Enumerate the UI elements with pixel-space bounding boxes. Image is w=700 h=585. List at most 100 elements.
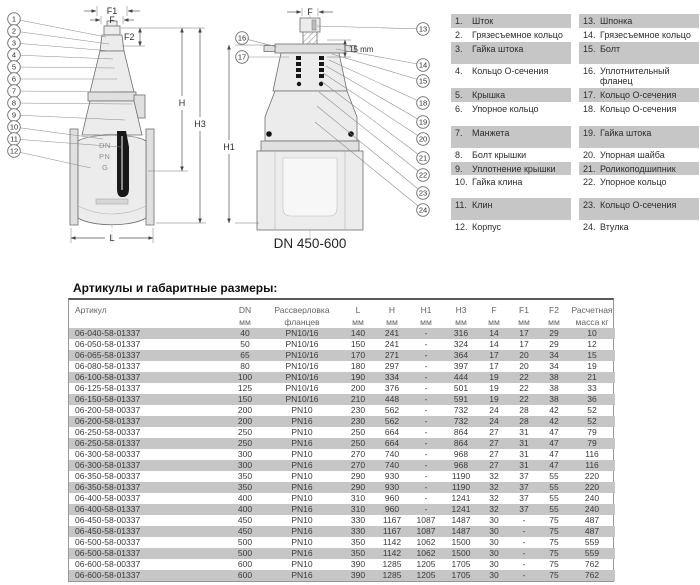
value-cell: PN10/16 [263, 328, 341, 339]
article-number-cell: 06-125-58-01337 [75, 383, 141, 393]
parts-list-item-number: 1. [455, 16, 463, 26]
value-cell: 732 [443, 416, 479, 427]
parts-list-item-number: 11. [455, 200, 467, 211]
value-cell: PN16 [263, 460, 341, 471]
value-cell: 27 [479, 460, 509, 471]
value-cell: 1167 [382, 515, 402, 525]
callout-number: 13 [419, 25, 427, 34]
callout-number: 3 [12, 39, 16, 48]
callout-leader-line [13, 138, 122, 148]
callout-circle [416, 96, 430, 110]
value-cell: 334 [375, 372, 409, 383]
value-cell: 448 [375, 394, 409, 405]
value-cell: 32 [479, 482, 509, 493]
parts-list-item: 15.Болт [579, 41, 699, 64]
callout-number: 10 [10, 123, 18, 132]
value-cell: 29 [539, 328, 569, 339]
value-cell: 47 [549, 427, 559, 437]
value-cell: 230 [350, 405, 366, 415]
parts-list-item-label: Корпус [472, 222, 502, 233]
value-cell: 390 [350, 559, 366, 569]
value-cell: 350 [227, 482, 263, 493]
value-cell: 75 [539, 570, 569, 581]
value-cell: 34 [539, 350, 569, 361]
dim-f1: F1 [107, 6, 118, 16]
value-cell: 30 [479, 570, 509, 581]
value-cell: 38 [539, 394, 569, 405]
value-cell: PN16 [263, 482, 341, 493]
callout-number: 14 [419, 61, 427, 70]
value-cell: 19 [479, 394, 509, 405]
parts-list-item: 21.Роликоподшипник [579, 161, 699, 176]
value-cell: 36 [569, 394, 615, 405]
value-cell: 31 [519, 449, 529, 459]
value-cell: PN10/16 [285, 383, 319, 393]
value-cell: 1087 [416, 515, 436, 525]
value-cell: - [509, 526, 539, 537]
value-cell: 10 [569, 328, 615, 339]
value-cell: 150 [227, 394, 263, 405]
value-cell: 47 [549, 449, 559, 459]
article-number-cell: 06-050-58-01337 [75, 339, 141, 349]
value-cell: 32 [479, 504, 509, 515]
article-number-cell: 06-150-58-01337 [69, 394, 227, 405]
value-cell: 250 [237, 427, 253, 437]
callout-number: 22 [419, 171, 427, 180]
value-cell: 397 [453, 361, 469, 371]
callout-leader-line [13, 90, 120, 93]
value-cell: PN10/16 [285, 361, 319, 371]
callout-leader-line [13, 54, 114, 60]
value-cell: 21 [569, 372, 615, 383]
value-cell: 55 [539, 482, 569, 493]
value-cell: 562 [375, 416, 409, 427]
value-cell: PN10 [291, 537, 313, 547]
parts-list-item: 17.Кольцо О-сечения [579, 88, 699, 102]
value-cell: 591 [443, 394, 479, 405]
parts-list-item-number: 16. [583, 65, 596, 76]
value-cell: 24 [489, 405, 499, 415]
callout-circle [7, 144, 21, 158]
callout-number: 21 [419, 154, 427, 163]
value-cell: 1500 [443, 548, 479, 559]
value-cell: 29 [549, 339, 559, 349]
value-cell: 15 [569, 350, 615, 361]
value-cell: - [409, 460, 443, 471]
dimensions-right: F 15 mm H1 [223, 7, 374, 224]
parts-list-item: 16.Уплотнительный фланец [579, 64, 699, 89]
value-cell: 65 [227, 350, 263, 361]
parts-list-item-number: 19. [583, 127, 596, 138]
parts-list-item: 11.Клин [451, 198, 571, 221]
value-cell: 27 [479, 438, 509, 449]
value-cell: PN16 [263, 504, 341, 515]
value-cell: 31 [509, 438, 539, 449]
value-cell: 930 [384, 471, 400, 481]
value-cell: 14 [479, 328, 509, 339]
value-cell: 1285 [375, 570, 409, 581]
article-number-cell: 06-600-58-01337 [69, 570, 227, 581]
value-cell: 50 [240, 339, 250, 349]
value-cell: PN10 [291, 493, 313, 503]
parts-list-item-number: 13. [583, 16, 596, 26]
value-cell: - [424, 493, 428, 503]
parts-list-item-number: 24. [583, 222, 596, 233]
parts-list-item-label: Уплотнение крышки [472, 163, 556, 174]
parts-list-item-number: 22. [583, 177, 596, 188]
value-cell: PN10 [291, 405, 313, 415]
value-cell: 330 [350, 515, 366, 525]
value-cell: 1205 [409, 570, 443, 581]
value-cell: 1062 [416, 537, 436, 547]
callout-leader-line [13, 102, 133, 105]
value-cell: 14 [489, 339, 499, 349]
value-cell: 28 [509, 416, 539, 427]
parts-list-item-number: 4. [455, 65, 463, 76]
article-number-cell: 06-200-58-01337 [69, 416, 227, 427]
value-cell: 740 [375, 460, 409, 471]
